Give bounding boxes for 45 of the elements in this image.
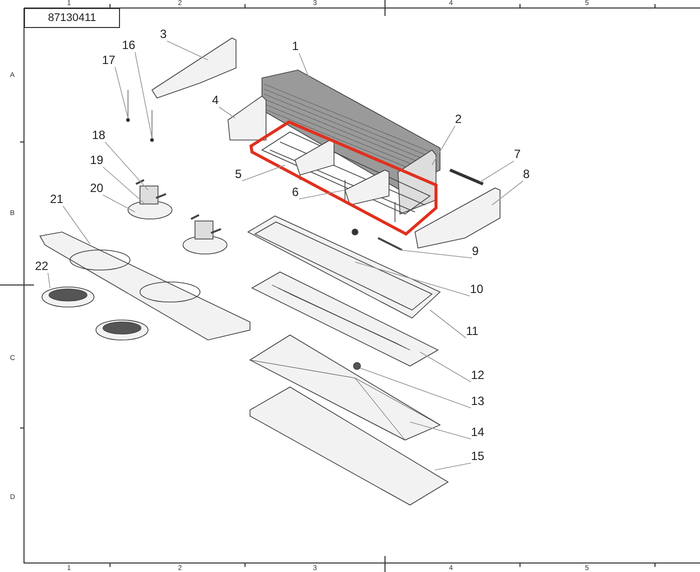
callout-number: 8 bbox=[523, 168, 530, 181]
callout-number: 14 bbox=[471, 426, 484, 439]
leader-line bbox=[360, 368, 472, 408]
leader-line bbox=[114, 66, 128, 118]
callout-number: 7 bbox=[514, 148, 521, 161]
callout-number: 10 bbox=[470, 283, 484, 296]
leader-line bbox=[410, 422, 472, 440]
leader-line bbox=[492, 180, 524, 206]
leader-line bbox=[218, 106, 236, 118]
drawing-number: 87130411 bbox=[48, 12, 96, 24]
leader-line bbox=[420, 352, 472, 382]
callout-number: 9 bbox=[472, 245, 479, 258]
leader-line bbox=[242, 164, 286, 182]
callout-number: 15 bbox=[471, 450, 484, 463]
callout-number: 19 bbox=[90, 154, 104, 167]
leader-line bbox=[102, 166, 146, 204]
callout-number: 12 bbox=[471, 369, 484, 382]
leader-line bbox=[354, 262, 470, 296]
leader-line bbox=[298, 190, 346, 200]
callout-number: 21 bbox=[50, 193, 64, 206]
leader-line bbox=[480, 160, 514, 182]
callout-number: 6 bbox=[292, 186, 299, 199]
callout-number: 22 bbox=[35, 260, 48, 273]
callout-number: 16 bbox=[122, 39, 136, 52]
callout-number: 20 bbox=[90, 182, 104, 195]
callout-number: 3 bbox=[160, 28, 167, 41]
callout-number: 13 bbox=[471, 395, 484, 408]
title-block bbox=[24, 8, 120, 28]
leader-line bbox=[62, 206, 90, 244]
callout-number: 18 bbox=[92, 129, 106, 142]
callout-number: 11 bbox=[466, 325, 478, 338]
leader-line bbox=[400, 250, 472, 258]
leader-line bbox=[166, 40, 208, 60]
leader-line bbox=[48, 272, 50, 288]
leader-line bbox=[430, 310, 466, 338]
leader-line bbox=[432, 126, 456, 166]
leader-line bbox=[104, 142, 148, 190]
leader-line bbox=[102, 194, 136, 212]
leader-line bbox=[434, 462, 472, 470]
callout-number: 2 bbox=[455, 113, 462, 126]
callout-number: 1 bbox=[292, 40, 299, 53]
callout-number: 5 bbox=[235, 168, 242, 181]
leader-line bbox=[134, 52, 152, 138]
callout-number: 4 bbox=[212, 94, 219, 107]
callout-number: 17 bbox=[102, 54, 116, 67]
